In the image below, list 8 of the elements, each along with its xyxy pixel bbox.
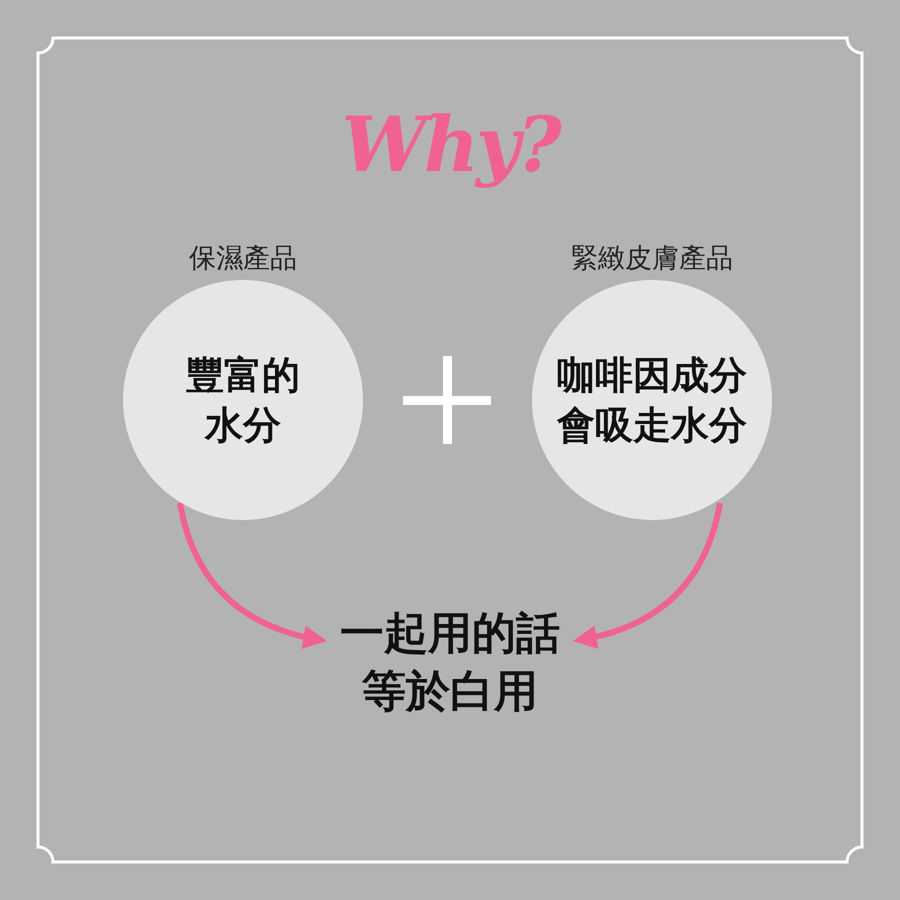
arrow <box>572 502 723 648</box>
circle-text: 咖啡因成分會吸走水分 <box>556 352 748 449</box>
conclusion-text: 一起用的話等於白用 <box>322 605 578 721</box>
heading: 保濕產品 <box>188 242 298 276</box>
arrow <box>177 502 328 648</box>
title: Why? <box>340 100 561 189</box>
heading: 緊緻皮膚產品 <box>570 242 734 276</box>
circle-text: 豐富的水分 <box>185 352 301 449</box>
